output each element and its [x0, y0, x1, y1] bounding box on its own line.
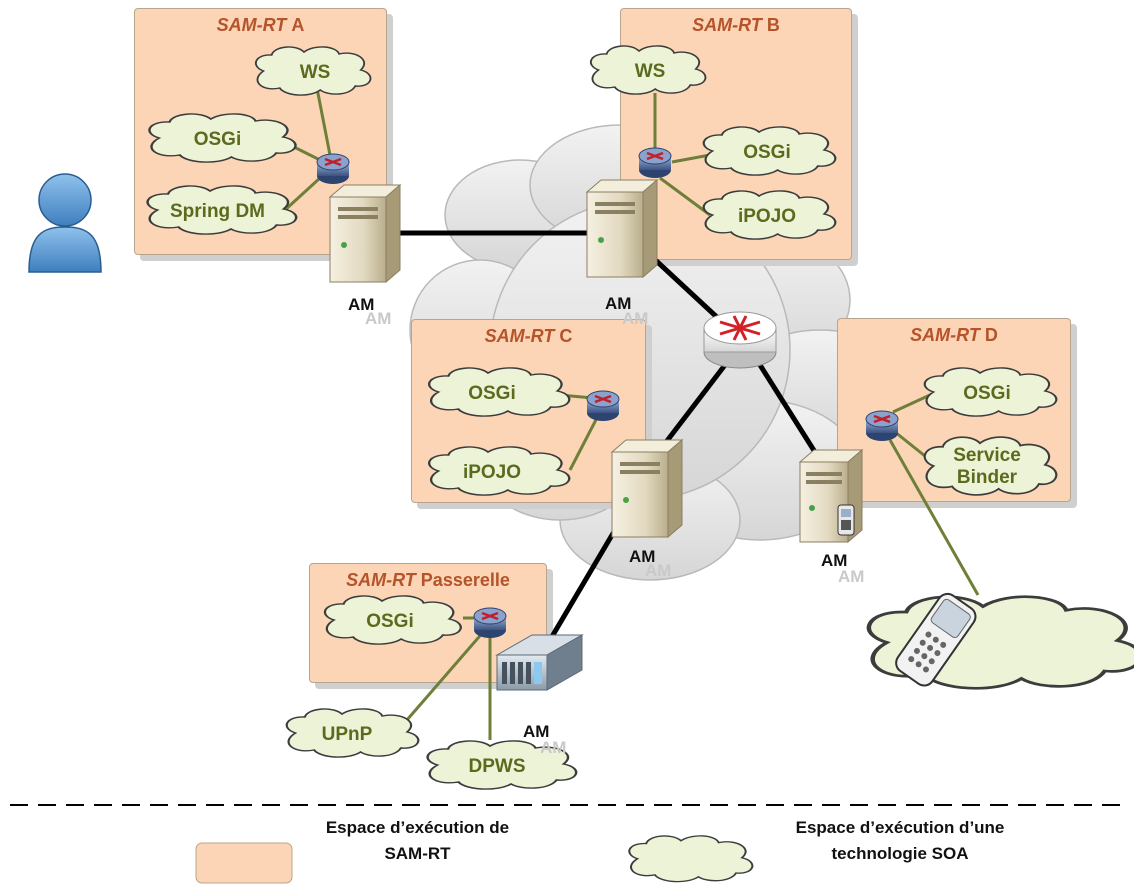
server-icon [328, 178, 864, 544]
cloud-label-a-osgi: OSGi [193, 129, 242, 150]
core-router-icon [703, 311, 777, 369]
am-label-shadow: AM [540, 738, 567, 757]
legend-runtime-symbol [195, 842, 293, 884]
cloud-label-b-ipojo: iPOJO [737, 206, 797, 227]
network-links [395, 230, 823, 642]
cloud-label-p-osgi: OSGi [366, 611, 414, 632]
am-label: AM [605, 294, 632, 313]
am-label: AM [629, 547, 656, 566]
runtime-title-a: SAM-RT A [216, 15, 305, 35]
am-label-shadow: AM [838, 567, 865, 586]
am-label-shadow: AM [645, 561, 672, 580]
am-label: AM [523, 722, 550, 741]
am-label-shadow: AM [365, 309, 392, 328]
am-label-shadow: AM [622, 309, 649, 328]
mobile-phone-icon [895, 592, 977, 687]
runtime-title-c: SAM-RT C [484, 326, 573, 346]
legend-cloud-symbol [628, 834, 754, 883]
cloud-label-a-ws: WS [299, 62, 331, 83]
cloud-label-b-osgi: OSGi [743, 142, 791, 163]
user-icon [28, 173, 102, 273]
runtime-title-b: SAM-RT B [692, 15, 780, 35]
cloud-label-dpws: DPWS [468, 756, 526, 777]
rack-server-icon [495, 634, 584, 691]
cloud-label-c-ipojo: iPOJO [462, 462, 522, 483]
router-icon [316, 147, 899, 638]
cloud-label-b-ws: WS [634, 61, 666, 82]
mobile-phone-icon [837, 504, 855, 536]
am-label: AM [821, 551, 848, 570]
cloud-label-c-osgi: OSGi [468, 383, 516, 404]
am-label: AM [348, 295, 375, 314]
cloud-label-a-spring: Spring DM [170, 201, 265, 222]
runtime-title-d: SAM-RT D [910, 325, 998, 345]
cloud-label-d-osgi: OSGi [963, 383, 1011, 404]
runtime-title-passerelle: SAM-RT Passerelle [346, 570, 510, 590]
cloud-label-upnp: UPnP [321, 724, 373, 745]
